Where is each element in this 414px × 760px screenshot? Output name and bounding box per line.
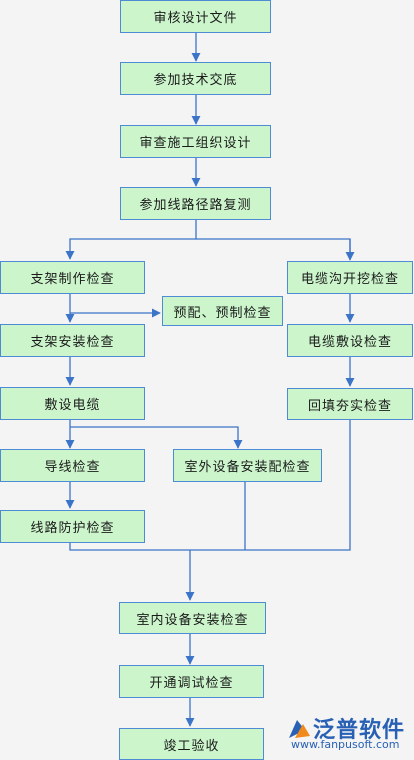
brand-name: 泛普软件 xyxy=(313,718,406,743)
step-backfill-check: 回填夯实检查 xyxy=(287,388,413,420)
step-route-survey: 参加线路径路复测 xyxy=(120,187,271,220)
step-lay-cable: 敷设电缆 xyxy=(0,387,145,420)
brand-logo: 泛普软件 www.fanpusoft.com xyxy=(283,712,411,756)
step-commission-check: 开通调试检查 xyxy=(119,665,264,698)
step-route-protect-check: 线路防护检查 xyxy=(0,510,145,543)
step-wire-check: 导线检查 xyxy=(0,449,145,482)
connector-line xyxy=(69,419,351,551)
connector-line xyxy=(196,238,351,259)
step-indoor-equipment-check: 室内设备安装检查 xyxy=(119,602,266,634)
step-cable-trench-check: 电缆沟开挖检查 xyxy=(287,261,413,294)
step-premix-check: 预配、预制检查 xyxy=(162,296,283,326)
connector-line xyxy=(70,426,243,449)
brand-url: www.fanpusoft.com xyxy=(291,738,400,751)
step-tech-briefing: 参加技术交底 xyxy=(120,62,271,95)
brand-mark-icon xyxy=(289,720,310,738)
step-outdoor-equipment-check: 室外设备安装配检查 xyxy=(173,449,322,482)
step-cable-laying-check: 电缆敷设检查 xyxy=(287,324,413,357)
step-review-docs: 审核设计文件 xyxy=(120,0,271,33)
step-bracket-install-check: 支架安装检查 xyxy=(0,324,145,357)
step-review-org-design: 审查施工组织设计 xyxy=(120,125,271,158)
step-bracket-fab-check: 支架制作检查 xyxy=(0,261,145,294)
connector-line xyxy=(65,219,197,260)
step-final-acceptance: 竣工验收 xyxy=(119,728,264,760)
